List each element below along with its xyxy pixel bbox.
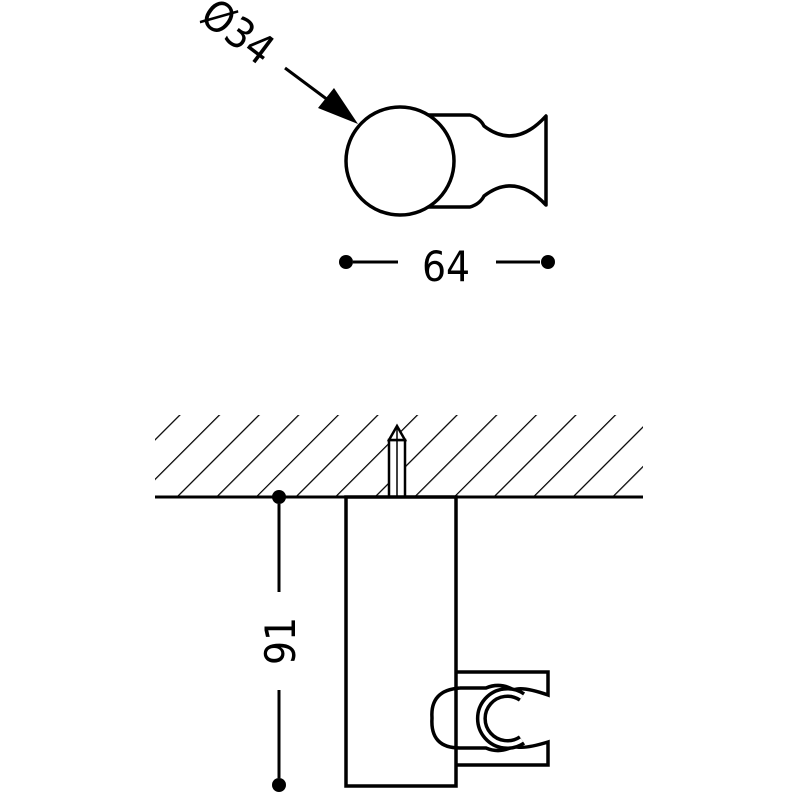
width-dim-endpoint-right	[541, 255, 555, 269]
top-view-round-base	[344, 105, 456, 217]
top-view-holder-body	[428, 113, 548, 209]
width-dim-endpoint-left	[339, 255, 353, 269]
height-dim-endpoint-bottom	[272, 778, 286, 792]
side-view-hook	[430, 670, 550, 767]
height-label: 91	[256, 617, 305, 665]
top-view: Ø34 64	[192, 0, 555, 291]
width-label: 64	[422, 242, 470, 291]
side-view: 91	[155, 415, 643, 792]
diameter-arrowhead	[318, 88, 358, 124]
diameter-label: Ø34	[192, 0, 284, 75]
height-dim-endpoint-top	[272, 490, 286, 504]
screw	[386, 423, 408, 499]
